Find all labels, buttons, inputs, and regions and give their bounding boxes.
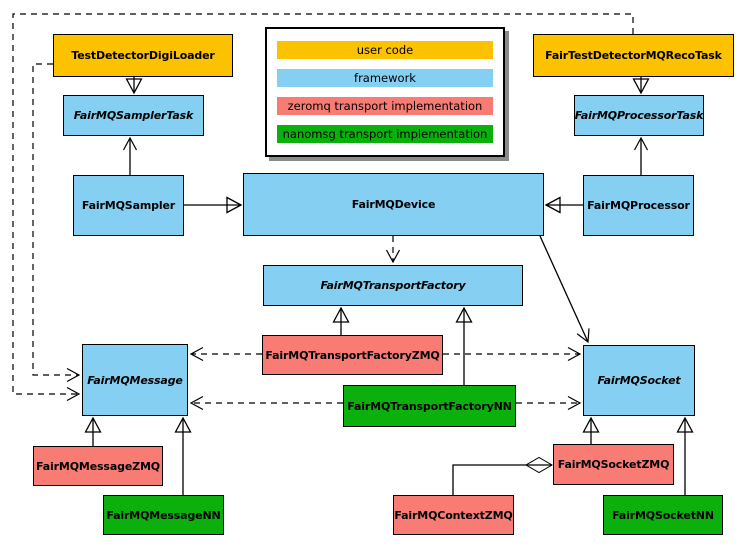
- class-box-fairmqtransportfactorynn: FairMQTransportFactoryNN: [343, 385, 516, 427]
- class-box-fairmqsocketzmq: FairMQSocketZMQ: [553, 444, 674, 485]
- class-box-fairmqmessagezmq: FairMQMessageZMQ: [33, 446, 163, 486]
- class-box-fairmqprocessortask: FairMQProcessorTask: [574, 95, 704, 136]
- legend-item-user-code: user code: [277, 41, 493, 59]
- class-box-fairmqcontextzmq: FairMQContextZMQ: [393, 495, 514, 535]
- legend-item-nanomsg: nanomsg transport implementation: [277, 125, 493, 143]
- class-box-fairmqtransportfactoryzmq: FairMQTransportFactoryZMQ: [262, 335, 443, 375]
- legend-item-zeromq: zeromq transport implementation: [277, 97, 493, 115]
- edge-device-socket: [539, 235, 590, 344]
- class-box-fairmqsamplertask: FairMQSamplerTask: [63, 95, 204, 136]
- class-box-fairmqprocessor: FairMQProcessor: [583, 175, 694, 236]
- class-box-fairmqmessage: FairMQMessage: [82, 344, 188, 416]
- class-box-fairtestdetectormqrecotask: FairTestDetectorMQRecoTask: [533, 34, 734, 77]
- class-box-fairmqsocketnn: FairMQSocketNN: [603, 495, 723, 535]
- legend-item-framework: framework: [277, 69, 493, 87]
- class-box-fairmqdevice: FairMQDevice: [243, 173, 544, 236]
- class-box-fairmqtransportfactory: FairMQTransportFactory: [263, 265, 523, 306]
- class-box-fairmqmessagenn: FairMQMessageNN: [103, 495, 224, 535]
- edge-contextzmq-socketzmq-composition: [452, 465, 552, 495]
- class-box-fairmqsocket: FairMQSocket: [583, 345, 695, 416]
- class-box-fairmqsampler: FairMQSampler: [73, 175, 184, 236]
- class-box-testdetectordigiloader: TestDetectorDigiLoader: [53, 34, 233, 77]
- legend: user code framework zeromq transport imp…: [265, 27, 505, 157]
